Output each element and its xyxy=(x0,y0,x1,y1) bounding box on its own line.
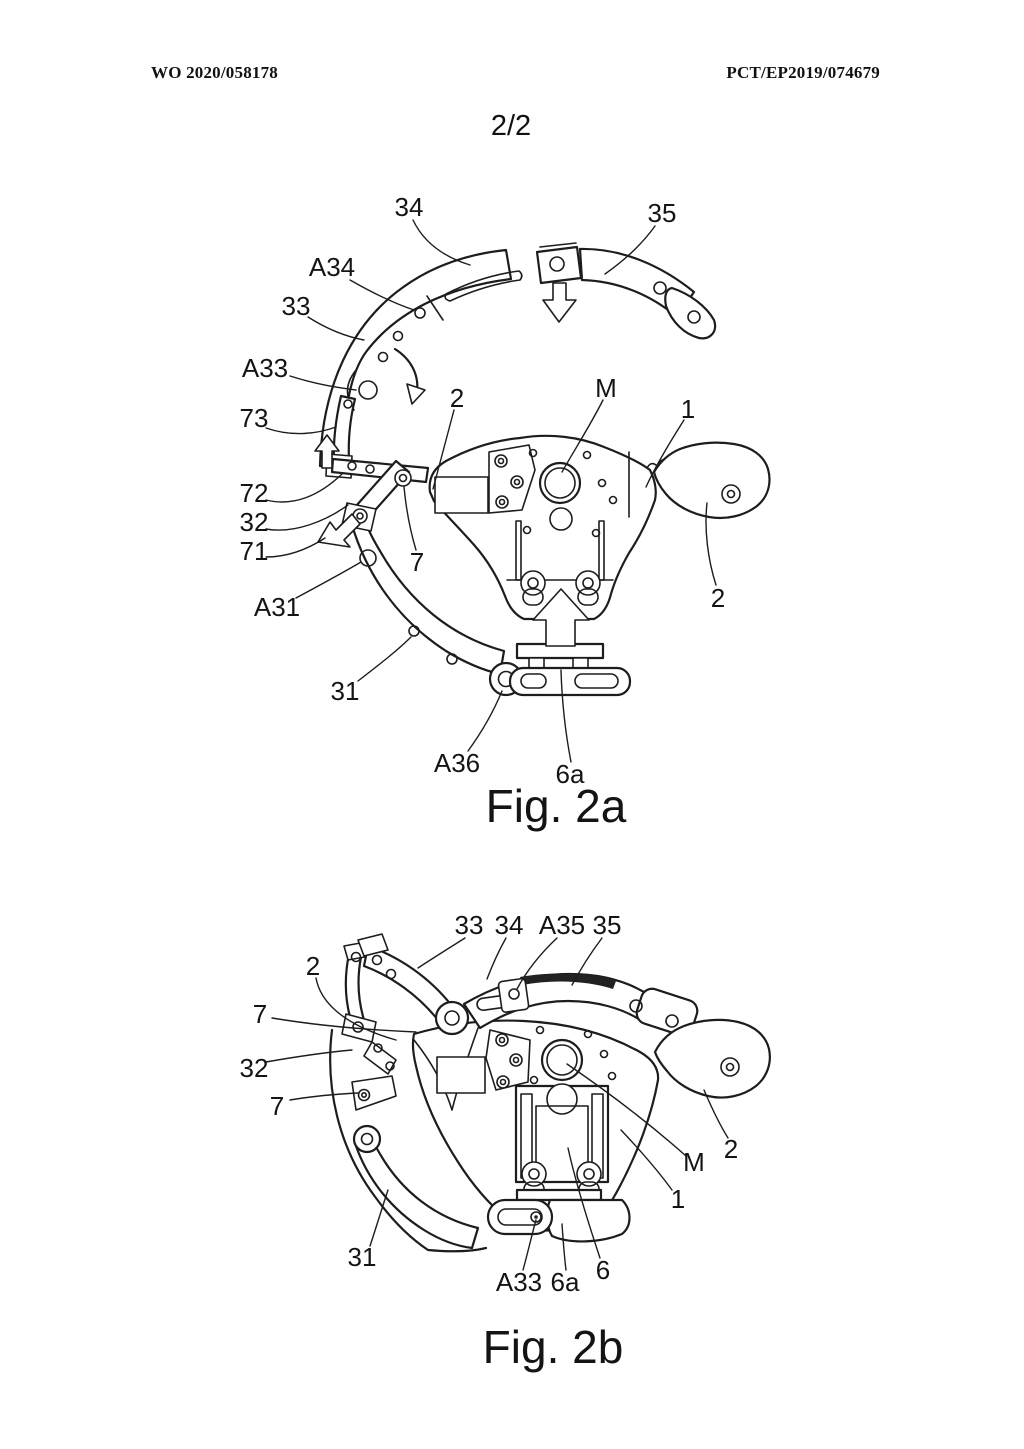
fig2b-label-2-left: 2 xyxy=(305,951,321,981)
fig2b-label-31: 31 xyxy=(347,1242,377,1272)
fig2b-label-M: M xyxy=(683,1147,705,1177)
fig2a-label-A34: A34 xyxy=(308,252,356,282)
fig2a-label-2-top: 2 xyxy=(449,383,465,413)
fig2b-folded-links xyxy=(341,933,454,1111)
fig2b-label-6: 6 xyxy=(595,1255,611,1285)
fig2a-caption: Fig. 2a xyxy=(485,780,627,832)
fig2a-central-body-1 xyxy=(428,434,670,621)
fig2a-label-35: 35 xyxy=(647,198,677,228)
fig2b-leader-lines xyxy=(265,937,729,1271)
fig2a-label-A31: A31 xyxy=(253,592,301,622)
fig2a-arm-35 xyxy=(535,242,717,340)
fig2a-label-7: 7 xyxy=(409,547,425,577)
fig2b-label-2-right: 2 xyxy=(723,1134,739,1164)
fig2a-label-31: 31 xyxy=(330,676,360,706)
fig2a-handle-2 xyxy=(652,441,771,520)
fig2a-label-6a: 6a xyxy=(555,759,585,789)
fig2b-drawing xyxy=(265,933,771,1271)
fig2a-label-71: 71 xyxy=(239,536,269,566)
fig2b-caption: Fig. 2b xyxy=(482,1321,624,1373)
fig2a-label-33: 33 xyxy=(281,291,311,321)
fig2b-label-32: 32 xyxy=(239,1053,269,1083)
fig2a-label-72: 72 xyxy=(239,478,269,508)
fig2a-label-A36: A36 xyxy=(433,748,481,778)
fig2a-label-A33: A33 xyxy=(241,353,289,383)
fig2a-label-1: 1 xyxy=(680,394,696,424)
fig2a-drawing xyxy=(265,219,771,763)
fig2b-label-1: 1 xyxy=(670,1184,686,1214)
fig2a-base-plate-6a xyxy=(508,642,632,697)
fig2b-label-6a: 6a xyxy=(550,1267,580,1297)
fig2a-label-73: 73 xyxy=(239,403,269,433)
fig2b-label-A35: A35 xyxy=(538,910,586,940)
fig2b-label-7-upper: 7 xyxy=(252,999,268,1029)
application-number: PCT/EP2019/074679 xyxy=(726,63,880,82)
fig2a-label-34: 34 xyxy=(394,192,424,222)
fig2b-outer-edge xyxy=(329,1028,488,1253)
publication-number: WO 2020/058178 xyxy=(151,63,278,82)
fig2b-label-33: 33 xyxy=(454,910,484,940)
fig2a-leader-lines xyxy=(265,219,717,763)
fig2b-label-35: 35 xyxy=(592,910,622,940)
fig2b-motor-block-6 xyxy=(514,1083,610,1197)
fig2a-label-32: 32 xyxy=(239,507,269,537)
sheet-number: 2/2 xyxy=(490,110,532,142)
fig2a-link-7-32 xyxy=(341,459,412,532)
fig2b-label-34: 34 xyxy=(494,910,524,940)
fig2b-label-7-lower: 7 xyxy=(269,1091,285,1121)
fig2a-label-M: M xyxy=(595,373,617,403)
fig2b-arc-band-34-35 xyxy=(434,972,699,1037)
fig2b-lower-arc-arm-31 xyxy=(352,1124,480,1250)
fig2a-motion-arrows xyxy=(314,282,590,647)
fig2b-label-A33: A33 xyxy=(495,1267,543,1297)
fig2a-label-2-right: 2 xyxy=(710,583,726,613)
fig2b-handle-2 xyxy=(653,1018,771,1099)
